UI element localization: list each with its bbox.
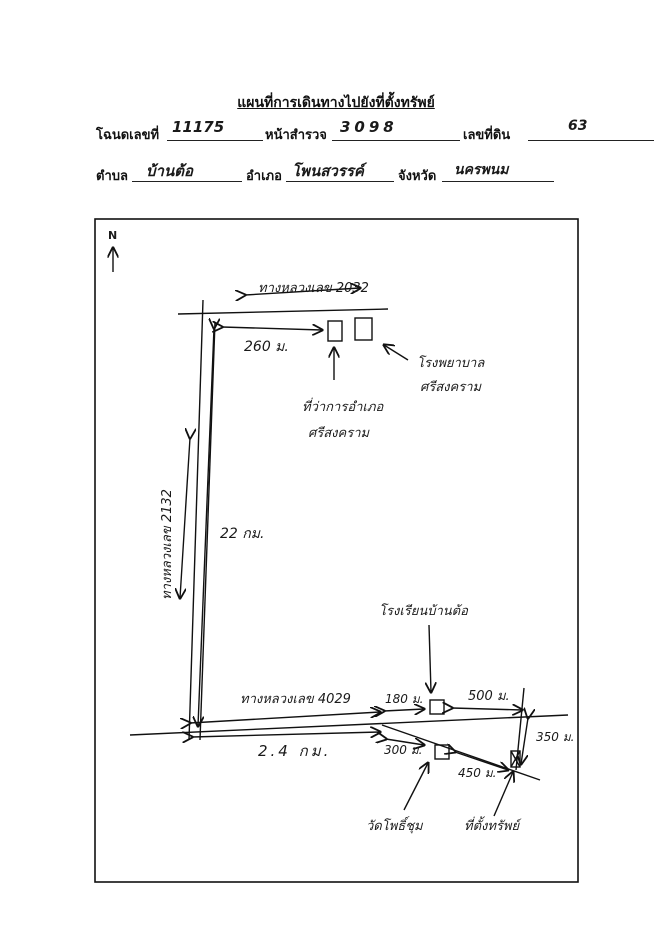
- subdistrict-value: บ้านต้อ: [146, 162, 193, 180]
- land-label: เลขที่ดิน: [463, 128, 511, 143]
- office-label-line1: ที่ว่าการอำเภอ: [302, 400, 384, 415]
- road-2132-a: [188, 299, 204, 741]
- map-frame: [94, 218, 579, 883]
- north-label: N: [108, 229, 118, 242]
- district-value: โพนสวรรค์: [292, 162, 364, 180]
- hospital-label-line2: ศรีสงคราม: [420, 380, 482, 395]
- office-building: [327, 320, 343, 342]
- survey-label: หน้าสำรวจ: [265, 128, 327, 143]
- document-title: แผนที่การเดินทางไปยังที่ตั้งทรัพย์: [237, 95, 435, 111]
- deed-label: โฉนดเลขที่: [96, 128, 160, 143]
- road-4029: [129, 714, 569, 736]
- property-label: ที่ตั้งทรัพย์: [464, 819, 520, 834]
- land-value: 63: [568, 118, 588, 134]
- dist-180-label: 180 ม.: [385, 692, 424, 706]
- district-label: อำเภอ: [246, 169, 282, 184]
- dist-22-label: 22 กม.: [220, 526, 265, 542]
- hospital-building: [354, 317, 373, 341]
- dist-350-label: 350 ม.: [536, 730, 575, 744]
- province-value: นครพนม: [454, 162, 509, 178]
- survey-value: 3098: [340, 118, 398, 136]
- school-label: โรงเรียนบ้านต้อ: [379, 604, 468, 619]
- dist-500-label: 500 ม.: [468, 689, 510, 704]
- temple-building: [434, 744, 450, 760]
- office-label-line2: ศรีสงคราม: [308, 426, 370, 441]
- deed-value: 11175: [172, 118, 225, 136]
- subdistrict-label: ตำบล: [96, 169, 128, 184]
- dist-300-label: 300 ม.: [384, 743, 423, 757]
- hospital-label-line1: โรงพยาบาล: [417, 356, 485, 371]
- temple-label: วัดโพธิ์ชุม: [366, 819, 423, 834]
- dist-450-label: 450 ม.: [458, 766, 497, 780]
- dist-2-4-label: 2.4 กม.: [258, 742, 332, 760]
- school-building: [429, 699, 445, 715]
- province-label: จังหวัด: [398, 169, 437, 184]
- dist-260-label: 260 ม.: [244, 339, 289, 355]
- road-2132-label: ทางหลวงเลข 2132: [160, 489, 175, 600]
- road-2132-b: [199, 321, 216, 741]
- road-2032-label: ทางหลวงเลข 2032: [258, 281, 369, 296]
- road-4029-label: ทางหลวงเลข 4029: [240, 692, 351, 707]
- property-parcel: [510, 750, 521, 768]
- road-2032: [177, 308, 389, 315]
